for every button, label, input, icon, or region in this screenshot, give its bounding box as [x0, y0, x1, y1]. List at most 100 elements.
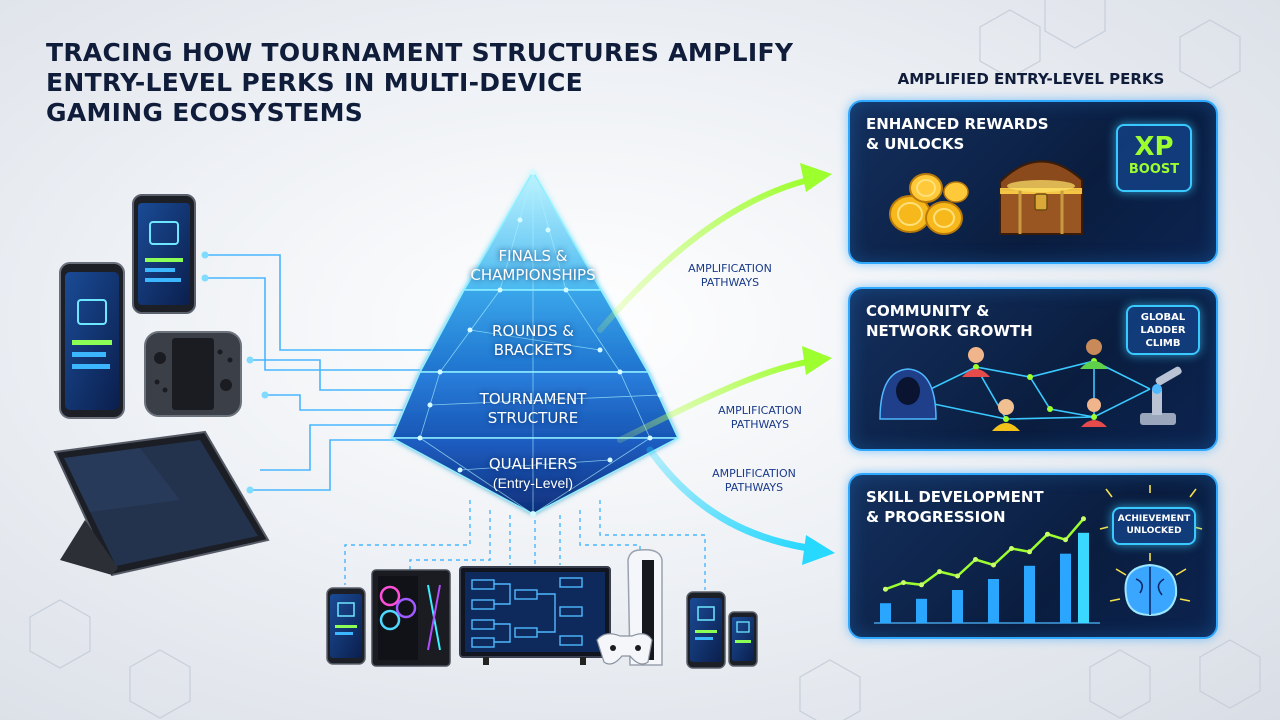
panel-title-line: COMMUNITY &	[866, 302, 990, 320]
tier-label-line: CHAMPIONSHIPS	[470, 266, 596, 284]
trend-node	[883, 586, 888, 592]
title-line: TRACING HOW TOURNAMENT STRUCTURES AMPLIF…	[46, 38, 794, 67]
trend-node	[919, 582, 924, 588]
tier-label-rounds: ROUNDS & BRACKETS	[448, 322, 618, 360]
ladder-badge-line: LADDER	[1140, 325, 1186, 336]
pathway-label-line: PATHWAYS	[700, 276, 760, 289]
trend-node	[1063, 537, 1068, 543]
phone-icon	[59, 262, 125, 419]
skill-panel-title: SKILL DEVELOPMENT & PROGRESSION	[866, 487, 1044, 527]
phone-icon	[132, 194, 196, 314]
pyramid-nodes	[417, 169, 663, 517]
player-avatar-icon	[1080, 339, 1108, 369]
tournament-pyramid	[390, 170, 680, 515]
progress-trend-nodes	[883, 516, 1086, 592]
progress-bar	[916, 598, 927, 623]
player-avatar-icon	[992, 399, 1020, 431]
global-ladder-badge: GLOBAL LADDER CLIMB	[1126, 305, 1200, 355]
network-links	[909, 360, 1151, 420]
amplification-arrow-top	[597, 163, 832, 333]
trend-node	[937, 569, 942, 575]
tablet-icon	[53, 430, 270, 577]
tier-label-finals: FINALS & CHAMPIONSHIPS	[448, 247, 618, 285]
phone-icon	[728, 611, 758, 667]
rewards-illustration	[889, 160, 1083, 235]
hexagon-decoration	[29, 0, 1261, 720]
progress-bar	[988, 579, 999, 623]
pathway-label-line: AMPLIFICATION	[718, 404, 802, 417]
progress-bar	[1078, 532, 1089, 623]
pyramid-tier-qualifiers	[391, 437, 679, 515]
progress-bar	[1024, 565, 1035, 623]
trend-node	[1027, 549, 1032, 555]
achievement-badge-line: ACHIEVEMENT	[1117, 514, 1191, 524]
tv-bracket-icon	[459, 566, 611, 665]
amplification-arrow-middle	[617, 346, 832, 443]
trend-node	[1009, 546, 1014, 551]
perks-heading: AMPLIFIED ENTRY-LEVEL PERKS	[897, 70, 1165, 88]
progress-bar	[880, 603, 891, 623]
panel-title-line: ENHANCED REWARDS	[866, 115, 1049, 133]
trend-node	[973, 557, 978, 562]
hooded-player-icon	[879, 368, 937, 420]
handheld-console-icon	[144, 331, 242, 417]
tier-label-line: FINALS &	[498, 247, 568, 265]
pathway-label-line: AMPLIFICATION	[712, 467, 796, 480]
brain-icon	[1109, 553, 1191, 617]
title-line: ENTRY-LEVEL PERKS IN MULTI-DEVICE	[46, 68, 583, 97]
tier-label-line: TOURNAMENT	[479, 390, 587, 408]
trend-node	[1081, 516, 1086, 522]
tier-label-qualifiers: QUALIFIERS (Entry-Level)	[448, 455, 618, 493]
community-network-illustration	[879, 339, 1182, 431]
ladder-badge-line: GLOBAL	[1140, 312, 1186, 323]
pathway-label-line: PATHWAYS	[730, 418, 790, 431]
community-panel-title: COMMUNITY & NETWORK GROWTH	[866, 301, 1033, 341]
phone-icon	[326, 587, 366, 665]
progress-bar	[1060, 553, 1071, 623]
device-connector-lines	[205, 254, 460, 491]
title-line: GAMING ECOSYSTEMS	[46, 98, 364, 127]
tier-label-line: ROUNDS &	[492, 322, 574, 340]
trend-node	[991, 562, 996, 568]
network-nodes	[973, 358, 1097, 422]
progress-bar	[952, 590, 963, 623]
panel-title-line: SKILL DEVELOPMENT	[866, 488, 1044, 506]
trend-node	[1045, 531, 1050, 537]
device-connector-nodes	[201, 251, 269, 494]
player-avatar-icon	[962, 347, 990, 377]
panel-title-line: NETWORK GROWTH	[866, 322, 1033, 340]
progress-bars	[880, 532, 1089, 623]
achievement-badge: ACHIEVEMENT UNLOCKED	[1112, 507, 1196, 545]
ladder-badge-line: CLIMB	[1145, 338, 1181, 349]
pathway-label-line: PATHWAYS	[724, 481, 784, 494]
skill-panel: SKILL DEVELOPMENT & PROGRESSION ACHIEVEM…	[848, 473, 1218, 639]
pathway-label: AMPLIFICATION PATHWAYS	[660, 262, 800, 290]
tier-label-line: STRUCTURE	[487, 409, 579, 427]
coins-icon	[889, 173, 969, 235]
tier-label-line: BRACKETS	[493, 341, 573, 359]
game-console-icon	[596, 548, 663, 666]
bar-chart-icon	[874, 485, 1203, 624]
progress-trend-line	[885, 517, 1085, 591]
rewards-panel-title: ENHANCED REWARDS & UNLOCKS	[866, 114, 1049, 154]
treasure-chest-icon	[999, 160, 1083, 235]
page-title: TRACING HOW TOURNAMENT STRUCTURES AMPLIF…	[46, 38, 826, 128]
achievement-sparkles	[1099, 485, 1203, 530]
panel-title-line: & UNLOCKS	[866, 135, 965, 153]
amplification-arrow-bottom	[646, 446, 835, 565]
pathway-label-line: AMPLIFICATION	[688, 262, 772, 275]
panel-title-line: & PROGRESSION	[866, 508, 1006, 526]
bottom-connector-lines	[344, 500, 706, 590]
trend-node	[901, 580, 906, 586]
rewards-panel: ENHANCED REWARDS & UNLOCKS XP BOOST	[848, 100, 1218, 264]
tier-label-structure: TOURNAMENT STRUCTURE	[438, 390, 628, 428]
pathway-label: AMPLIFICATION PATHWAYS	[690, 404, 830, 432]
pathway-label: AMPLIFICATION PATHWAYS	[684, 467, 824, 495]
tier-label-line: QUALIFIERS	[488, 455, 578, 473]
gaming-pc-icon	[371, 569, 451, 667]
xp-boost-badge: XP BOOST	[1116, 124, 1192, 192]
xp-badge-title: XP	[1134, 132, 1174, 162]
achievement-badge-line: UNLOCKED	[1126, 526, 1182, 536]
trend-node	[955, 573, 960, 579]
